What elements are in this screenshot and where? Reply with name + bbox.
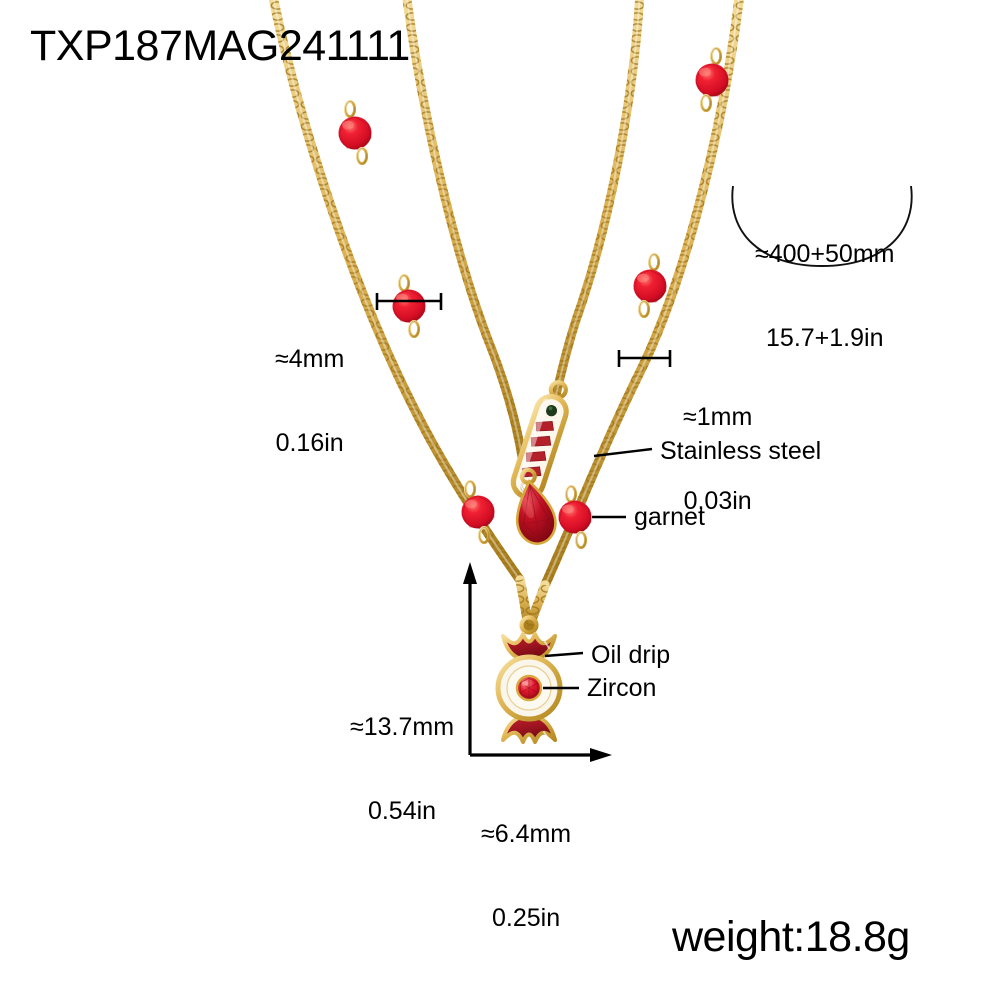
- chain-thickness-in: 0.03in: [683, 487, 752, 515]
- material-label-garnet: garnet: [634, 503, 705, 531]
- necklace-length-in: 15.7+1.9in: [766, 324, 884, 352]
- material-label-zircon: Zircon: [587, 674, 657, 702]
- necklace-length-mm: ≈400+50mm: [755, 240, 895, 268]
- leader-line-oil-drip: [544, 651, 584, 658]
- pendant-width-in: 0.25in: [492, 904, 561, 932]
- chain-outer-bottom: [515, 575, 550, 631]
- pendant-width-mm: ≈6.4mm: [481, 820, 572, 848]
- bead-group-lower-right: [558, 484, 592, 550]
- chain-dimension-line: [617, 350, 672, 367]
- chain-inner-left: [402, 0, 529, 475]
- pendant-height-in: 0.54in: [367, 797, 437, 825]
- page-title: TXP187MAG241111: [30, 22, 410, 70]
- candy-pendant: [495, 615, 563, 744]
- bead-dimension-line: [375, 293, 443, 310]
- chain-thickness-dimension: ≈1mm 0.03in: [683, 347, 752, 571]
- material-label-oil-drip: Oil drip: [591, 641, 671, 669]
- garnet-teardrop: [515, 467, 557, 545]
- arc-bracket-icon: [731, 185, 913, 267]
- candy-cane-pendant: [510, 380, 569, 500]
- pendant-measure-axis: [463, 562, 612, 762]
- weight-label: weight:18.8g: [672, 913, 910, 961]
- pendant-height-mm: ≈13.7mm: [350, 713, 455, 741]
- chain-thickness-mm: ≈1mm: [683, 403, 753, 431]
- bead-diameter-dimension: ≈4mm 0.16in: [275, 289, 344, 513]
- necklace-length-dimension: ≈400+50mm 15.7+1.9in: [755, 184, 895, 408]
- bead-diameter-in: 0.16in: [275, 429, 344, 457]
- bead-group-top-left: [338, 99, 372, 166]
- pendant-height-dimension: ≈13.7mm 0.54in: [350, 657, 454, 881]
- bead-diameter-mm: ≈4mm: [275, 345, 345, 373]
- bead-group-lower-left: [461, 479, 495, 545]
- bead-group-mid-right: [633, 252, 667, 319]
- pendant-width-dimension: ≈6.4mm 0.25in: [481, 764, 571, 988]
- bead-group-top-right: [695, 46, 729, 113]
- bead-group-mid-left: [392, 273, 426, 339]
- material-label-stainless-steel: Stainless steel: [660, 437, 822, 465]
- leader-line-stainless-steel: [593, 447, 653, 458]
